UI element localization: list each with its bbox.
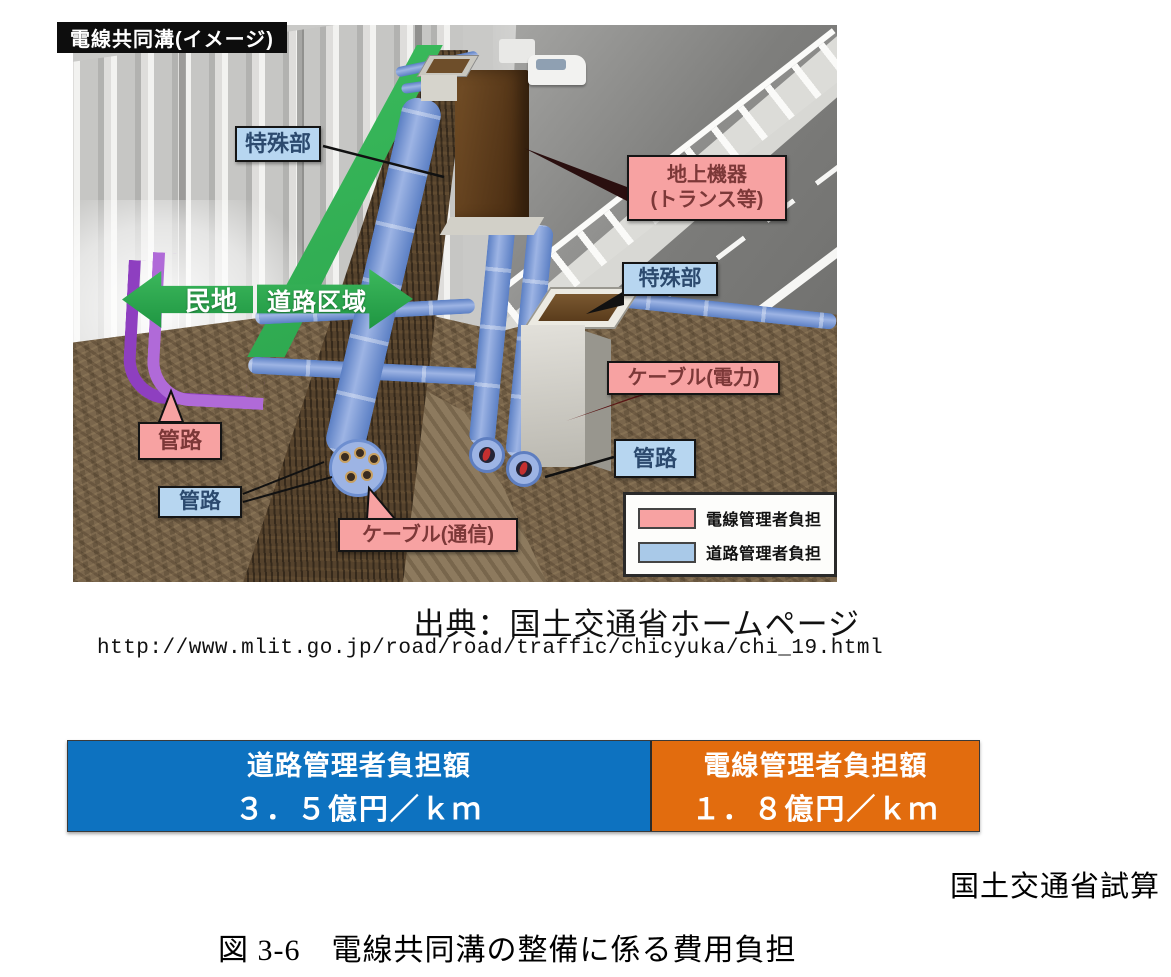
power-duct-cross-section (469, 437, 505, 473)
figure-caption: 図 3-6 電線共同溝の整備に係る費用負担 (218, 934, 797, 967)
estimate-note: 国土交通省試算 (949, 871, 1160, 903)
utility-manager-cost-cell: 電線管理者負担額 １．８億円／ｋｍ (649, 741, 979, 831)
road-manager-cost-header: 道路管理者負担額 (246, 751, 471, 781)
callout-duct-right: 管路 (614, 439, 696, 478)
vehicle (528, 55, 586, 85)
source-url: http://www.mlit.go.jp/road/road/traffic/… (97, 637, 884, 660)
duct-hole (368, 453, 380, 465)
ground-equipment-box (455, 70, 529, 220)
legend-label: 電線管理者負担 (706, 512, 822, 529)
legend-label: 道路管理者負担 (706, 546, 822, 563)
figure-title-badge: 電線共同溝(イメージ) (57, 22, 287, 53)
road-manager-cost-cell: 道路管理者負担額 ３．５億円／ｋｍ (68, 741, 650, 831)
leader-lines (157, 144, 650, 520)
duct-hole (361, 469, 373, 481)
callout-duct-bottom: 管路 (158, 486, 242, 518)
duct-hole (479, 447, 495, 463)
callout-special-section-right: 特殊部 (622, 262, 718, 296)
callout-ground-equipment-line2: (トランス等) (650, 189, 764, 211)
special-section-front (521, 325, 585, 467)
callout-ground-equipment: 地上機器 (トランス等) (627, 155, 787, 221)
legend-item-road: 道路管理者負担 (638, 540, 834, 564)
road-manager-cost-value: ３．５億円／ｋｍ (234, 794, 483, 826)
duct-hole (354, 447, 366, 459)
utility-tunnel-illustration: 特殊部 地上機器 (トランス等) 特殊部 ケーブル(電力) 管路 管路 管路 ケ… (73, 25, 837, 582)
legend-item-utility: 電線管理者負担 (638, 506, 834, 530)
callout-cable-power: ケーブル(電力) (607, 361, 780, 395)
source-credit: 出典：国土交通省ホームページ (413, 607, 860, 642)
car-window (536, 59, 566, 70)
duct-hole (345, 471, 357, 483)
communication-duct-cross-section (329, 439, 387, 497)
power-duct-cross-section (506, 451, 542, 487)
duct-hole (339, 451, 351, 463)
duct-hole (516, 461, 532, 477)
road-burden-swatch (638, 541, 696, 563)
cost-burden-table: 道路管理者負担額 ３．５億円／ｋｍ 電線管理者負担額 １．８億円／ｋｍ (67, 740, 980, 832)
callout-special-section-top: 特殊部 (235, 126, 321, 162)
special-section-small-front (421, 75, 457, 101)
callout-duct-left: 管路 (138, 422, 222, 460)
cost-bearer-legend: 電線管理者負担 道路管理者負担 (623, 492, 837, 577)
utility-manager-cost-header: 電線管理者負担額 (703, 751, 928, 781)
utility-burden-swatch (638, 507, 696, 529)
callout-cable-communication: ケーブル(通信) (338, 518, 518, 552)
callout-ground-equipment-line1: 地上機器 (667, 164, 747, 186)
utility-manager-cost-value: １．８億円／ｋｍ (691, 794, 940, 826)
